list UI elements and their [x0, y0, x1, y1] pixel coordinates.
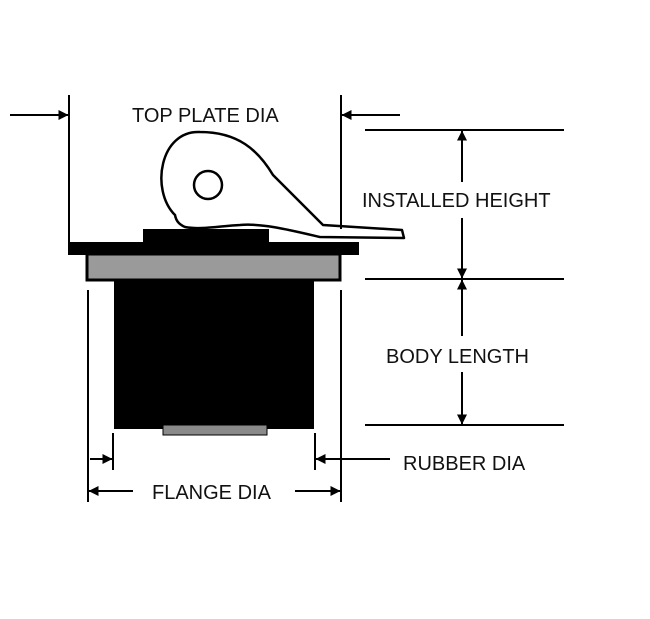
body-length-label: BODY LENGTH — [386, 346, 529, 368]
installed-height-label: INSTALLED HEIGHT — [362, 190, 551, 212]
flange — [68, 242, 359, 255]
rubber-collar — [85, 252, 342, 282]
flange-hub — [143, 229, 269, 243]
top-plate-dia-label: TOP PLATE DIA — [132, 105, 279, 127]
plug-body — [114, 279, 314, 429]
rubber-dia-label: RUBBER DIA — [403, 453, 526, 475]
dimension-flange-dia: FLANGE DIA — [87, 290, 342, 504]
pull-tab-hole — [192, 169, 224, 201]
dimension-top-plate-dia: TOP PLATE DIA — [10, 95, 400, 242]
flange-dia-label: FLANGE DIA — [152, 482, 272, 504]
dimension-installed-height: INSTALLED HEIGHT — [362, 129, 564, 280]
pull-tab-lever — [160, 130, 406, 240]
dimension-rubber-dia: RUBBER DIA — [90, 433, 526, 475]
dimension-body-length: BODY LENGTH — [365, 279, 564, 426]
plug-bottom-plate — [162, 424, 268, 436]
plug-part — [68, 130, 406, 436]
